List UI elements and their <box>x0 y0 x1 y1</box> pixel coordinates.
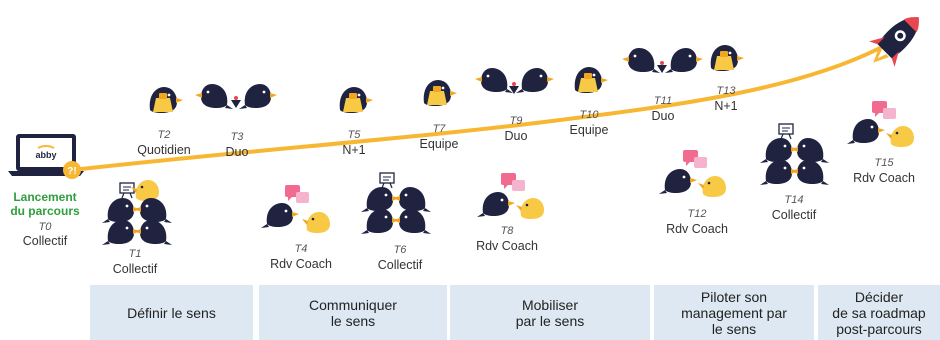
step-kind: Rdv Coach <box>666 222 728 236</box>
step-code: T3 <box>230 131 244 143</box>
step-code: T12 <box>687 208 707 220</box>
step-label-t4: T4 Rdv Coach <box>262 242 340 272</box>
phase-line: par le sens <box>515 312 585 329</box>
step-kind: Duo <box>651 109 675 123</box>
step-code: T6 <box>393 244 407 256</box>
coach-group-t12 <box>659 150 726 197</box>
step-label-t13: T13 N+1 <box>703 84 749 114</box>
step-code: T5 <box>347 129 361 141</box>
step-label-t12: T12 Rdv Coach <box>657 207 737 237</box>
launch-title-line2: du parcours <box>10 204 80 218</box>
journey-path <box>70 46 882 172</box>
step-code: T13 <box>716 85 736 97</box>
step-code: T8 <box>500 225 514 237</box>
phase-line: Piloter son <box>700 288 768 305</box>
step-kind: Collectif <box>377 258 423 272</box>
collectif-group-t6 <box>361 172 431 234</box>
step-kind: Rdv Coach <box>476 239 538 253</box>
phase-decide-roadmap: Décider de sa roadmap post-parcours <box>818 285 940 340</box>
step-label-t15: T15 Rdv Coach <box>843 156 925 186</box>
step-label-t2: T2 Quotidien <box>128 128 200 158</box>
step-code: T10 <box>579 109 599 121</box>
step-kind: Equipe <box>419 137 459 151</box>
phase-define-meaning: Définir le sens <box>90 285 253 340</box>
step-label-t5: T5 N+1 <box>330 128 378 158</box>
launch-kind: Collectif <box>22 234 68 248</box>
step-kind: Duo <box>225 145 249 159</box>
phase-communicate-meaning: Communiquer le sens <box>259 285 447 340</box>
step-label-t1: T1 Collectif <box>105 247 165 277</box>
phase-line: de sa roadmap <box>832 304 926 321</box>
step-kind: Collectif <box>771 208 817 222</box>
flashlight-bird-icon <box>710 45 744 71</box>
duo-birds-t11 <box>622 48 703 73</box>
phase-line: Décider <box>854 288 904 305</box>
flashlight-bird-icon <box>574 67 608 93</box>
phase-line: management par <box>681 304 787 321</box>
step-kind: Collectif <box>112 262 158 276</box>
phase-line: Définir le sens <box>127 304 216 321</box>
step-kind: Rdv Coach <box>853 171 915 185</box>
step-code: T14 <box>784 194 804 206</box>
step-code: T2 <box>157 129 171 141</box>
step-code: T15 <box>874 157 894 169</box>
step-code: T9 <box>509 115 523 127</box>
flashlight-bird-icon <box>339 87 373 113</box>
coach-group-t8 <box>477 173 544 219</box>
step-label-t6: T6 Collectif <box>367 243 433 273</box>
launch-label: Lancement du parcours T0 Collectif <box>2 190 88 249</box>
flashlight-bird-icon <box>149 87 183 113</box>
step-label-t9: T9 Duo <box>492 114 540 144</box>
flashlight-bird-icon <box>423 80 457 106</box>
step-code: T7 <box>432 123 446 135</box>
step-label-t10: T10 Equipe <box>560 108 618 138</box>
phase-line: Mobiliser <box>521 296 578 313</box>
duo-birds-t3 <box>195 84 277 109</box>
step-kind: N+1 <box>342 143 366 157</box>
step-kind: Equipe <box>569 123 609 137</box>
launch-code: T0 <box>38 221 52 233</box>
coach-group-t4 <box>261 185 330 233</box>
launch-title-line1: Lancement <box>13 190 77 204</box>
phase-line: Communiquer <box>309 296 397 313</box>
step-kind: N+1 <box>714 99 738 113</box>
coach-group-t15 <box>847 101 914 147</box>
duo-birds-t9 <box>475 68 554 94</box>
phase-line: le sens <box>711 320 757 337</box>
step-code: T4 <box>294 243 308 255</box>
start-badge-text: ?! <box>67 166 76 177</box>
step-label-t7: T7 Equipe <box>410 122 468 152</box>
step-code: T11 <box>653 95 673 107</box>
step-label-t14: T14 Collectif <box>762 193 826 223</box>
step-label-t11: T11 Duo <box>640 94 686 124</box>
start-badge: ?! <box>63 161 81 179</box>
phase-steer-management: Piloter son management par le sens <box>654 285 814 340</box>
step-code: T1 <box>128 248 142 260</box>
laptop-icon: abby <box>8 134 84 176</box>
rocket-icon <box>869 17 919 67</box>
step-kind: Quotidien <box>137 143 191 157</box>
collectif-group-t14 <box>760 123 829 185</box>
step-kind: Duo <box>504 129 528 143</box>
phase-line: le sens <box>330 312 376 329</box>
step-label-t8: T8 Rdv Coach <box>468 224 546 254</box>
collectif-group-t1 <box>102 180 172 245</box>
step-kind: Rdv Coach <box>270 257 332 271</box>
phase-mobilize-meaning: Mobiliser par le sens <box>450 285 650 340</box>
abby-logo-text: abby <box>35 150 56 160</box>
step-label-t3: T3 Duo <box>212 130 262 160</box>
phase-line: post-parcours <box>836 320 922 337</box>
